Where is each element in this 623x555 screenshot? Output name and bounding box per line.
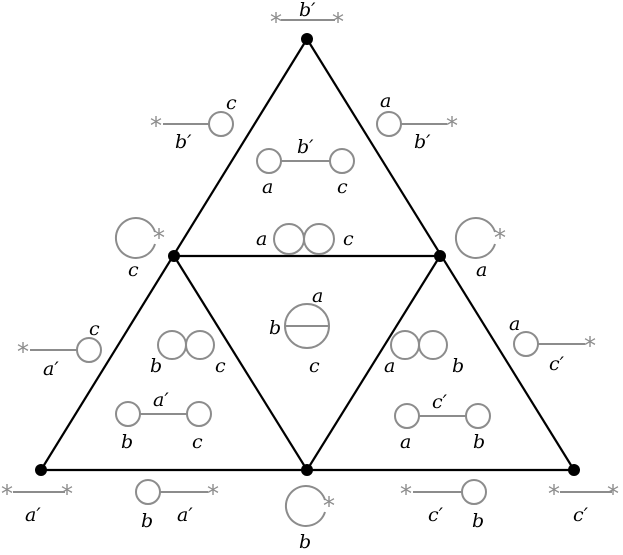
star-marker: *: [323, 492, 335, 520]
label-c: c: [337, 176, 348, 198]
star-marker: *: [548, 480, 560, 508]
graph-bottom-left-edge: * b a′: [135, 479, 219, 532]
label-b: b: [269, 317, 281, 339]
label-a: a: [384, 355, 395, 377]
label-b: b: [472, 510, 484, 532]
star-marker: *: [446, 112, 458, 140]
label-a: a: [312, 285, 323, 307]
vertex-top: [301, 33, 313, 45]
graph-center-theta: a b c: [269, 285, 330, 377]
graph-mid-left-edge-figure-eight: b c: [150, 330, 226, 377]
graph-bottom-mid-vertex: * b: [285, 485, 335, 553]
graph-bottom-right-vertex: * * c′: [548, 480, 619, 526]
label-c: c: [128, 259, 139, 281]
label-c: c: [309, 355, 320, 377]
star-marker: *: [1, 480, 13, 508]
graph-mid-edge-figure-eight: a c: [256, 223, 354, 255]
label-a: a: [262, 176, 273, 198]
label-c: c: [343, 228, 354, 250]
star-marker: *: [400, 480, 412, 508]
star-marker: *: [207, 480, 219, 508]
graph-right-edge: * a c′: [509, 313, 596, 375]
label-a-prime: a′: [43, 358, 59, 380]
star-marker: *: [607, 480, 619, 508]
label-a: a: [400, 431, 411, 453]
label-b: b: [299, 531, 311, 553]
graph-left-edge: * c a′: [17, 318, 102, 380]
label-c: c: [192, 431, 203, 453]
label-b: b: [473, 431, 485, 453]
label-a-prime: a′: [177, 504, 193, 526]
star-marker: *: [153, 224, 165, 252]
graph-top-face-dumbbell: b′ a c: [256, 136, 355, 198]
vertex-bottom-mid: [301, 464, 313, 476]
graph-mid-left-vertex: * c: [115, 217, 165, 281]
graph-left-face-dumbbell: a′ b c: [115, 389, 212, 453]
label-b-prime: b′: [297, 136, 314, 158]
star-marker: *: [17, 338, 29, 366]
label-b: b: [121, 431, 133, 453]
label-a-prime: a′: [153, 389, 169, 411]
label-c-prime: c′: [428, 504, 444, 526]
star-marker: *: [61, 480, 73, 508]
vertices: [35, 33, 580, 476]
edge-mid-right: [306, 255, 441, 471]
vertex-mid-left: [168, 250, 180, 262]
graph-bottom-right-edge: * c′ b: [400, 479, 487, 532]
graph-right-face-dumbbell: c′ a b: [394, 391, 491, 453]
label-c-prime: c′: [432, 391, 448, 413]
label-b: b: [452, 355, 464, 377]
graph-mid-right-vertex: * a: [455, 217, 506, 281]
label-a-prime: a′: [25, 504, 41, 526]
label-a: a: [509, 313, 520, 335]
label-c-prime: c′: [549, 353, 565, 375]
graph-top-right-edge: * a b′: [376, 90, 458, 153]
label-b-prime: b′: [299, 0, 316, 21]
label-c: c: [89, 318, 100, 340]
label-c-prime: c′: [573, 504, 589, 526]
graph-bottom-left-vertex: * * a′: [1, 480, 73, 526]
star-marker: *: [584, 332, 596, 360]
star-marker: *: [332, 8, 344, 36]
graph-mid-right-edge-figure-eight: a b: [384, 330, 464, 377]
vertex-bottom-left: [35, 464, 47, 476]
label-c: c: [226, 92, 237, 114]
label-b: b: [150, 355, 162, 377]
graph-top-vertex: * * b′: [270, 0, 344, 36]
star-marker: *: [494, 224, 506, 252]
vertex-mid-right: [434, 250, 446, 262]
edge-mid-left: [173, 255, 308, 471]
label-a: a: [380, 90, 391, 112]
vertex-bottom-right: [568, 464, 580, 476]
label-b: b: [141, 510, 153, 532]
label-b-prime: b′: [175, 131, 192, 153]
star-marker: *: [150, 112, 162, 140]
label-b-prime: b′: [414, 131, 431, 153]
star-marker: *: [270, 8, 282, 36]
graph-top-left-edge: * c b′: [150, 92, 237, 153]
label-a: a: [256, 228, 267, 250]
label-c: c: [215, 355, 226, 377]
label-a: a: [476, 259, 487, 281]
